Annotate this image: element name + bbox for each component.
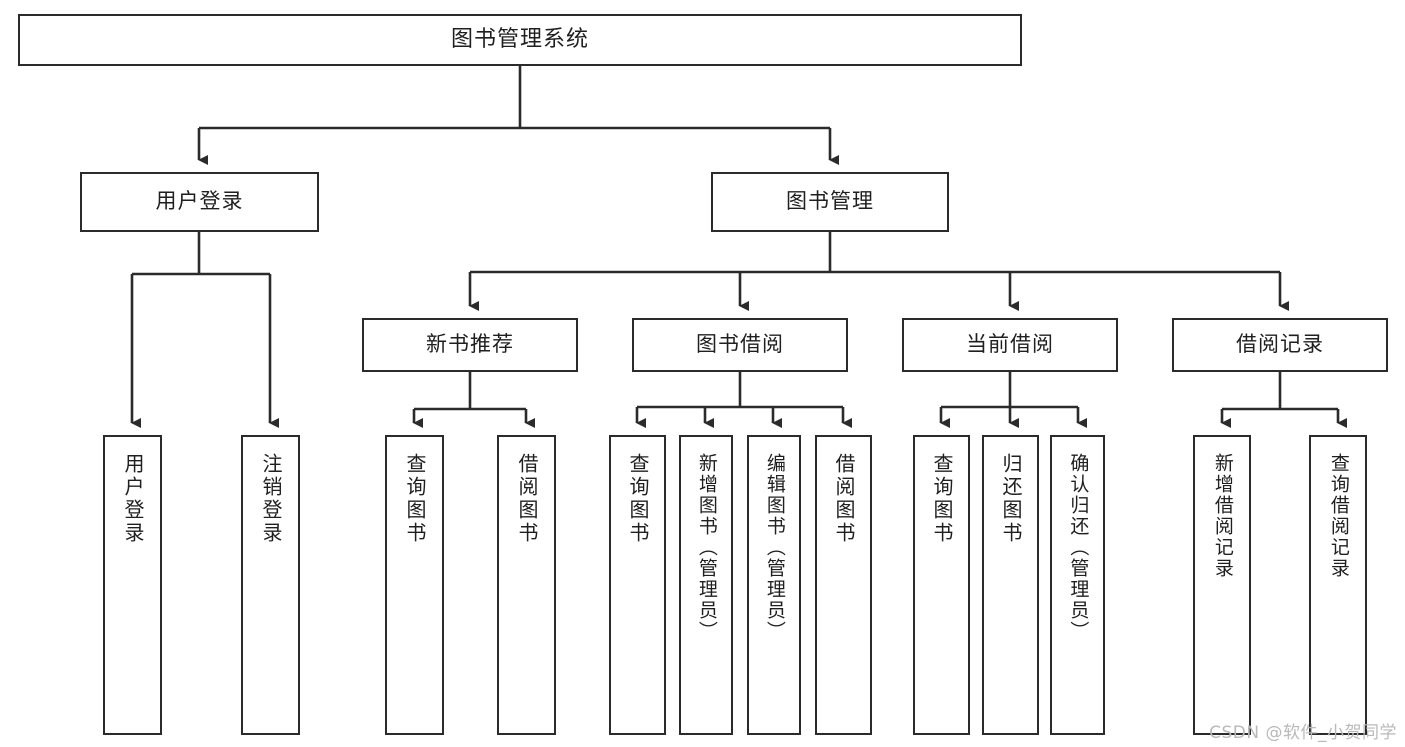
leaf-current-return-book[interactable]: 归还图书 xyxy=(982,435,1039,735)
leaf-label: 注销登录 xyxy=(259,453,283,545)
leaf-borrow-add-book-admin[interactable]: 新增图书（管理员） xyxy=(679,435,733,735)
node-borrowing-record[interactable]: 借阅记录 xyxy=(1172,318,1388,372)
node-new-book-recommendation[interactable]: 新书推荐 xyxy=(362,318,578,372)
node-label: 图书管理 xyxy=(786,189,874,214)
leaf-user-login-logout[interactable]: 注销登录 xyxy=(241,435,300,735)
leaf-current-confirm-return-admin[interactable]: 确认归还（管理员） xyxy=(1050,435,1105,735)
leaf-label: 查询图书 xyxy=(626,453,650,545)
node-label: 当前借阅 xyxy=(966,332,1054,357)
node-root-book-management-system[interactable]: 图书管理系统 xyxy=(18,14,1022,66)
leaf-label: 新增借阅记录 xyxy=(1211,453,1234,579)
node-label: 新书推荐 xyxy=(426,332,514,357)
node-user-login[interactable]: 用户登录 xyxy=(80,172,319,232)
leaf-label: 借阅图书 xyxy=(515,453,539,545)
node-label: 用户登录 xyxy=(155,189,244,214)
node-label: 图书管理系统 xyxy=(450,26,589,52)
node-book-management[interactable]: 图书管理 xyxy=(711,172,949,232)
node-label: 图书借阅 xyxy=(696,332,784,357)
leaf-new-book-query-book[interactable]: 查询图书 xyxy=(385,435,444,735)
leaf-label: 确认归还（管理员） xyxy=(1067,453,1090,642)
leaf-borrow-borrow-book[interactable]: 借阅图书 xyxy=(815,435,872,735)
leaf-current-query-book[interactable]: 查询图书 xyxy=(913,435,970,735)
leaf-borrow-query-book[interactable]: 查询图书 xyxy=(609,435,666,735)
node-label: 借阅记录 xyxy=(1236,332,1324,357)
leaf-record-query-borrow-record[interactable]: 查询借阅记录 xyxy=(1309,435,1367,735)
leaf-label: 查询图书 xyxy=(403,453,427,545)
leaf-record-add-borrow-record[interactable]: 新增借阅记录 xyxy=(1193,435,1251,735)
leaf-user-login-login[interactable]: 用户登录 xyxy=(103,435,162,735)
leaf-new-book-borrow-book[interactable]: 借阅图书 xyxy=(497,435,556,735)
leaf-label: 查询借阅记录 xyxy=(1327,453,1350,579)
node-book-borrowing[interactable]: 图书借阅 xyxy=(632,318,848,372)
leaf-label: 编辑图书（管理员） xyxy=(763,453,786,642)
leaf-label: 新增图书（管理员） xyxy=(695,453,718,642)
watermark-credit: CSDN @软件_小贺同学 xyxy=(1209,723,1397,743)
leaf-label: 借阅图书 xyxy=(832,453,856,545)
leaf-label: 查询图书 xyxy=(930,453,954,545)
leaf-label: 用户登录 xyxy=(121,453,145,545)
leaf-borrow-edit-book-admin[interactable]: 编辑图书（管理员） xyxy=(747,435,801,735)
node-current-borrowing[interactable]: 当前借阅 xyxy=(902,318,1118,372)
leaf-label: 归还图书 xyxy=(999,453,1023,545)
